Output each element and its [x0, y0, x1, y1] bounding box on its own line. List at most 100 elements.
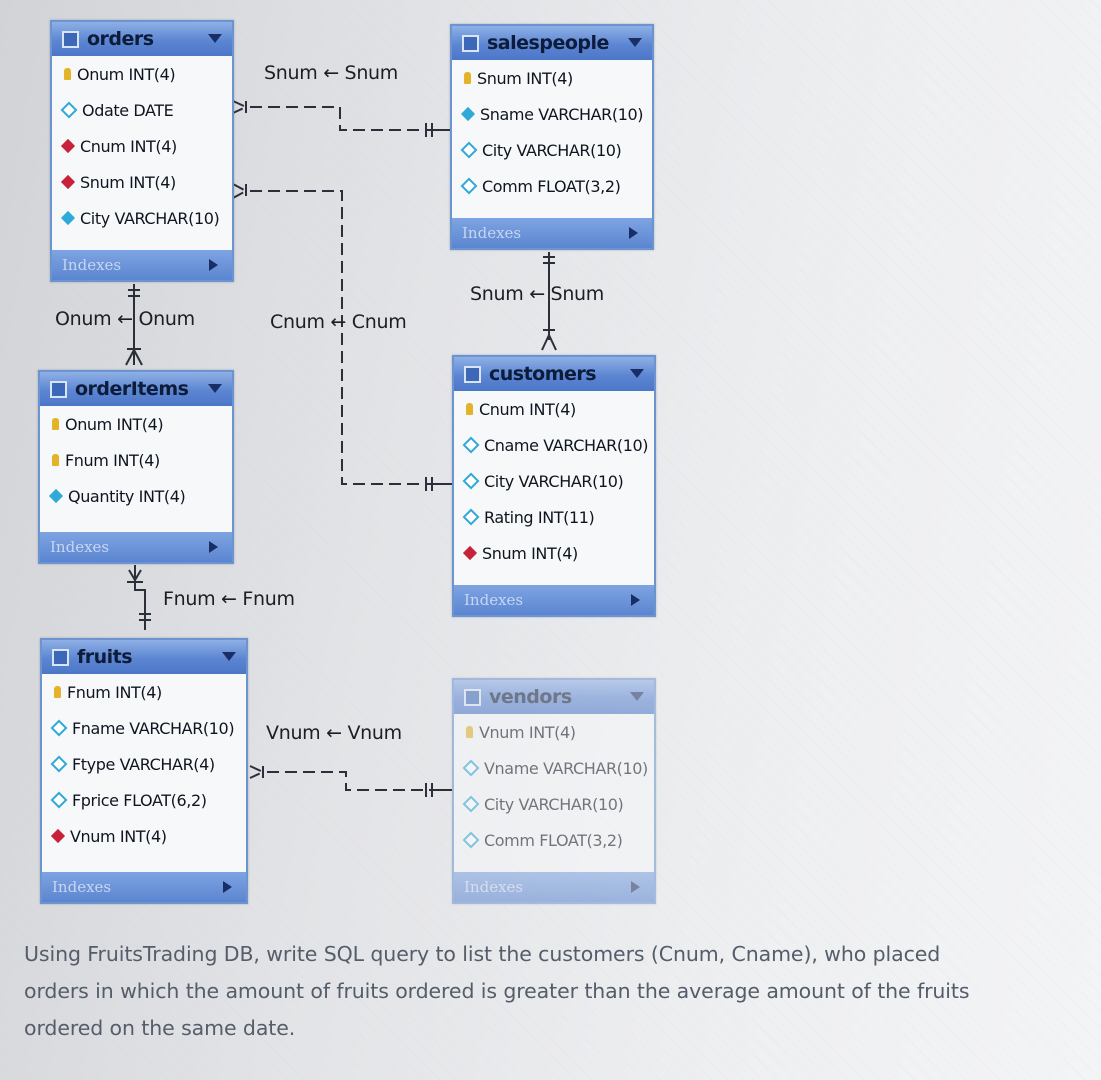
column-row[interactable]: City VARCHAR(10)	[52, 200, 232, 236]
expand-arrow-icon[interactable]	[209, 541, 218, 553]
foreign-key-icon	[462, 545, 478, 561]
column-row[interactable]: City VARCHAR(10)	[454, 463, 654, 499]
table-header[interactable]: vendors	[454, 680, 654, 714]
column-icon	[48, 488, 64, 504]
indexes-bar[interactable]: Indexes	[454, 585, 654, 615]
column-label: Comm FLOAT(3,2)	[482, 176, 621, 196]
column-label: City VARCHAR(10)	[80, 208, 220, 228]
optional-column-icon	[462, 759, 480, 777]
primary-key-icon	[54, 686, 61, 698]
column-row[interactable]: Sname VARCHAR(10)	[452, 96, 652, 132]
optional-column-icon	[460, 141, 478, 159]
collapse-arrow-icon[interactable]	[628, 38, 642, 47]
question-line: ordered on the same date.	[24, 1016, 296, 1040]
column-row[interactable]: Rating INT(11)	[454, 499, 654, 535]
expand-arrow-icon[interactable]	[629, 227, 638, 239]
relationship-label-orders-salespeople: Snum ← Snum	[264, 62, 399, 84]
table-header[interactable]: customers	[454, 357, 654, 391]
indexes-bar[interactable]: Indexes	[42, 872, 246, 902]
orders-salespeople-connector	[232, 100, 430, 131]
indexes-label: Indexes	[62, 256, 122, 274]
column-row[interactable]: Vnum INT(4)	[454, 714, 654, 750]
column-row[interactable]: Odate DATE	[52, 92, 232, 128]
optional-column-icon	[60, 101, 78, 119]
column-row[interactable]: Onum INT(4)	[40, 406, 232, 442]
column-row[interactable]: Onum INT(4)	[52, 56, 232, 92]
indexes-label: Indexes	[52, 878, 112, 896]
column-row[interactable]: Quantity INT(4)	[40, 478, 232, 514]
collapse-arrow-icon[interactable]	[630, 369, 644, 378]
indexes-label: Indexes	[464, 878, 524, 896]
question-text: Using FruitsTrading DB, write SQL query …	[24, 936, 1074, 1047]
table-header[interactable]: orders	[52, 22, 232, 56]
column-row[interactable]: Cnum INT(4)	[52, 128, 232, 164]
column-row[interactable]: Cnum INT(4)	[454, 391, 654, 427]
column-row[interactable]: Fprice FLOAT(6,2)	[42, 782, 246, 818]
expand-arrow-icon[interactable]	[631, 881, 640, 893]
salespeople-table[interactable]: salespeople Snum INT(4) Sname VARCHAR(10…	[450, 24, 654, 250]
collapse-arrow-icon[interactable]	[208, 384, 222, 393]
optional-column-icon	[50, 791, 68, 809]
table-header[interactable]: fruits	[42, 640, 246, 674]
column-row[interactable]: Vname VARCHAR(10)	[454, 750, 654, 786]
indexes-bar[interactable]: Indexes	[52, 250, 232, 280]
column-label: Rating INT(11)	[484, 507, 595, 527]
table-header[interactable]: orderItems	[40, 372, 232, 406]
column-row[interactable]: Vnum INT(4)	[42, 818, 246, 854]
orderitems-table[interactable]: orderItems Onum INT(4) Fnum INT(4) Quant…	[38, 370, 234, 564]
indexes-bar[interactable]: Indexes	[40, 532, 232, 562]
column-label: Onum INT(4)	[77, 64, 176, 84]
column-row[interactable]: Fname VARCHAR(10)	[42, 710, 246, 746]
indexes-label: Indexes	[464, 591, 524, 609]
column-row[interactable]: Fnum INT(4)	[40, 442, 232, 478]
fruits-table[interactable]: fruits Fnum INT(4) Fname VARCHAR(10) Fty…	[40, 638, 248, 904]
expand-arrow-icon[interactable]	[223, 881, 232, 893]
primary-key-icon	[466, 403, 473, 415]
collapse-arrow-icon[interactable]	[208, 34, 222, 43]
column-label: Snum INT(4)	[80, 172, 176, 192]
column-row[interactable]: Snum INT(4)	[52, 164, 232, 200]
column-label: Cnum INT(4)	[80, 136, 177, 156]
column-icon	[60, 210, 76, 226]
column-label: Snum INT(4)	[482, 543, 578, 563]
column-label: Vnum INT(4)	[479, 722, 576, 742]
table-icon	[50, 380, 67, 398]
table-icon	[464, 688, 481, 706]
column-label: Cnum INT(4)	[479, 399, 576, 419]
table-name: salespeople	[487, 32, 609, 54]
indexes-bar[interactable]: Indexes	[452, 218, 652, 248]
table-name: vendors	[489, 686, 572, 708]
column-row[interactable]: Comm FLOAT(3,2)	[454, 822, 654, 858]
orders-table[interactable]: orders Onum INT(4) Odate DATE Cnum INT(4…	[50, 20, 234, 282]
orders-customers-connector	[232, 183, 430, 485]
table-name: fruits	[77, 646, 133, 668]
table-icon	[462, 34, 479, 52]
question-line: orders in which the amount of fruits ord…	[24, 979, 970, 1003]
collapse-arrow-icon[interactable]	[630, 692, 644, 701]
table-icon	[464, 365, 481, 383]
column-row[interactable]: City VARCHAR(10)	[454, 786, 654, 822]
column-row[interactable]: Snum INT(4)	[454, 535, 654, 571]
optional-column-icon	[462, 436, 480, 454]
column-label: Fnum INT(4)	[65, 450, 160, 470]
column-label: Onum INT(4)	[65, 414, 164, 434]
collapse-arrow-icon[interactable]	[222, 652, 236, 661]
column-row[interactable]: Cname VARCHAR(10)	[454, 427, 654, 463]
column-row[interactable]: Ftype VARCHAR(4)	[42, 746, 246, 782]
column-row[interactable]: Comm FLOAT(3,2)	[452, 168, 652, 204]
table-header[interactable]: salespeople	[452, 26, 652, 60]
column-row[interactable]: City VARCHAR(10)	[452, 132, 652, 168]
expand-arrow-icon[interactable]	[631, 594, 640, 606]
expand-arrow-icon[interactable]	[209, 259, 218, 271]
column-row[interactable]: Fnum INT(4)	[42, 674, 246, 710]
indexes-bar[interactable]: Indexes	[454, 872, 654, 902]
relationship-label-fruits-vendors: Vnum ← Vnum	[266, 722, 402, 744]
column-row[interactable]: Snum INT(4)	[452, 60, 652, 96]
customers-table[interactable]: customers Cnum INT(4) Cname VARCHAR(10) …	[452, 355, 656, 617]
optional-column-icon	[460, 177, 478, 195]
vendors-table[interactable]: vendors Vnum INT(4) Vname VARCHAR(10) Ci…	[452, 678, 656, 904]
optional-column-icon	[50, 719, 68, 737]
table-icon	[52, 648, 69, 666]
column-label: Cname VARCHAR(10)	[484, 435, 649, 455]
primary-key-icon	[466, 726, 473, 738]
